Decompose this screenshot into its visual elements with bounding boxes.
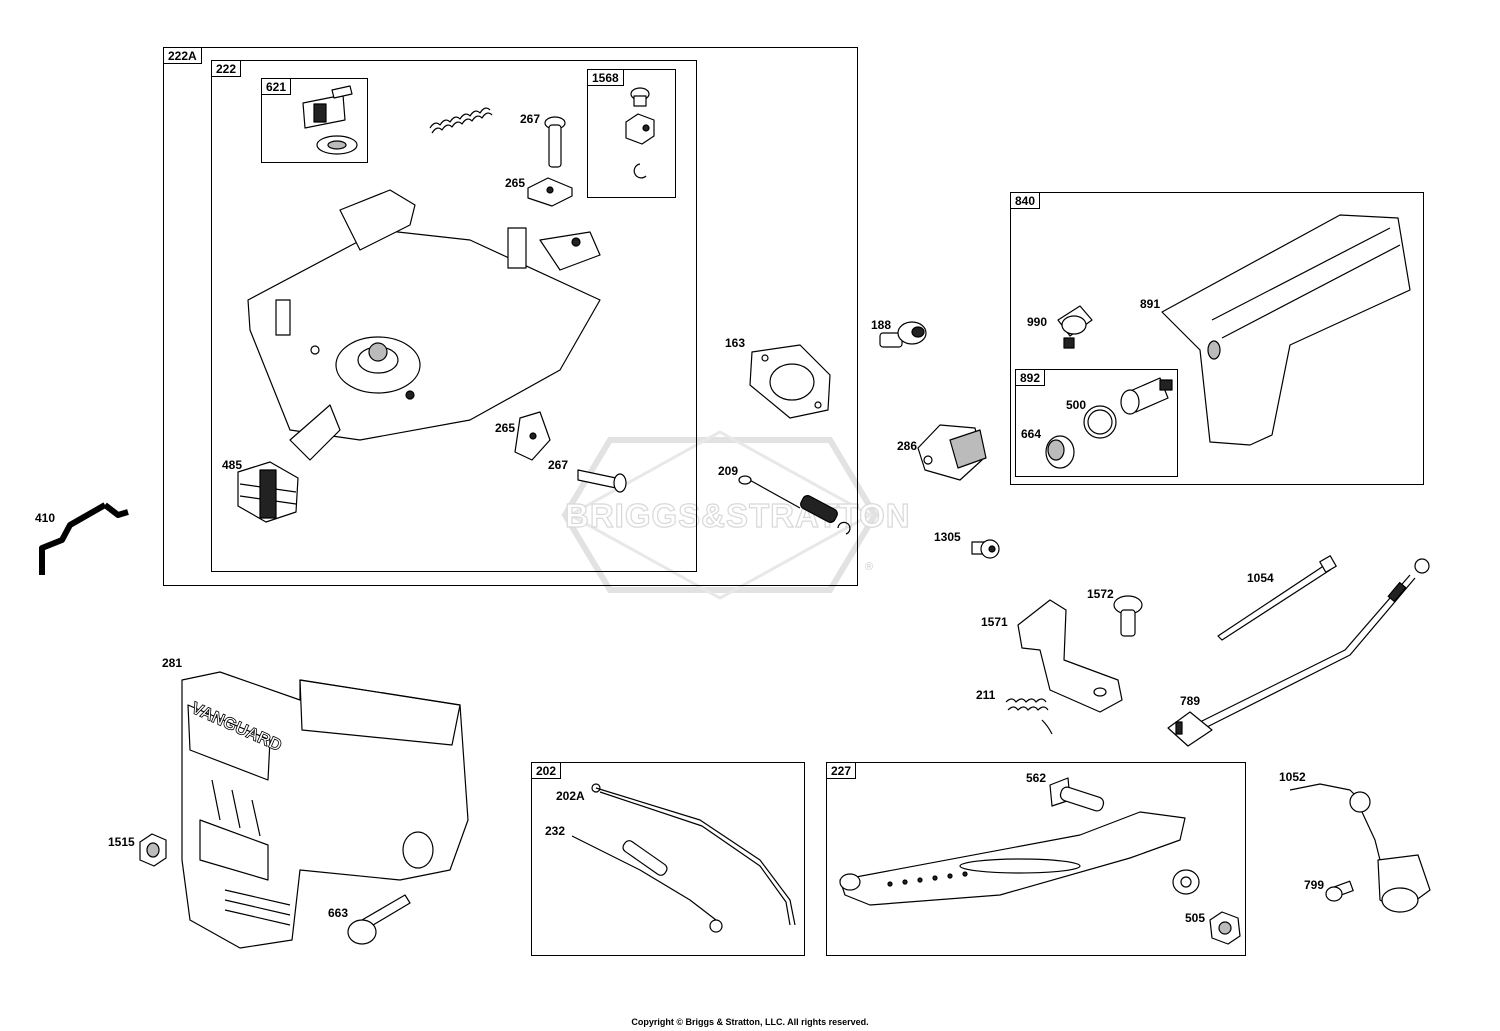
callout-1054[interactable]: 1054 — [1247, 571, 1274, 585]
group-label-1568: 1568 — [587, 69, 624, 86]
part-789-wire-harness[interactable] — [1167, 558, 1430, 747]
callout-410[interactable]: 410 — [35, 511, 56, 525]
callout-265-top[interactable]: 265 — [505, 176, 526, 190]
callout-163[interactable]: 163 — [725, 336, 746, 350]
part-265-clamp-top[interactable] — [527, 177, 573, 207]
callout-485[interactable]: 485 — [222, 458, 243, 472]
callout-265-lower[interactable]: 265 — [495, 421, 516, 435]
callout-500[interactable]: 500 — [1066, 398, 1087, 412]
part-1572-screw[interactable] — [1113, 595, 1143, 637]
part-1054-cable-tie[interactable] — [1217, 555, 1337, 641]
callout-267-top[interactable]: 267 — [520, 112, 541, 126]
part-505-washer[interactable] — [1172, 869, 1200, 895]
part-267-screw-lower[interactable] — [577, 469, 627, 493]
callout-789[interactable]: 789 — [1180, 694, 1201, 708]
callout-188[interactable]: 188 — [871, 318, 892, 332]
callout-202A[interactable]: 202A — [556, 789, 585, 803]
group-label-621: 621 — [261, 78, 292, 95]
part-286-rectifier[interactable] — [917, 424, 987, 481]
part-410-link-rod[interactable] — [39, 502, 129, 575]
part-202A-throttle-rod[interactable] — [591, 783, 796, 926]
part-222-governor-bracket[interactable] — [247, 189, 601, 461]
part-500-o-ring[interactable] — [1083, 405, 1117, 439]
group-box-840[interactable]: 840 — [1010, 192, 1424, 485]
callout-562[interactable]: 562 — [1026, 771, 1047, 785]
group-box-621[interactable]: 621 — [261, 78, 368, 163]
group-box-892[interactable]: 892 — [1015, 369, 1178, 477]
part-227-control-lever[interactable] — [839, 811, 1186, 906]
part-663-bolt[interactable] — [347, 894, 411, 945]
part-505-nut[interactable] — [1209, 911, 1241, 945]
callout-232[interactable]: 232 — [545, 824, 566, 838]
part-990-key-switch[interactable] — [1057, 305, 1093, 349]
part-891-cover[interactable] — [1161, 214, 1411, 446]
callout-663[interactable]: 663 — [328, 906, 349, 920]
part-799-screw[interactable] — [1325, 880, 1354, 902]
callout-1515[interactable]: 1515 — [108, 835, 135, 849]
part-188-screw[interactable] — [879, 321, 927, 348]
part-232-choke-link[interactable] — [571, 835, 723, 933]
part-281-shroud[interactable] — [181, 671, 469, 949]
group-box-222[interactable]: 222 — [211, 60, 697, 572]
callout-1571[interactable]: 1571 — [981, 615, 1008, 629]
brand-watermark-text: BRIGGS&STRATTON — [564, 496, 911, 534]
group-box-202[interactable]: 202 — [531, 762, 805, 956]
group-label-222: 222 — [211, 60, 242, 77]
group-box-222A[interactable]: 222A — [163, 47, 858, 586]
registered-mark: ® — [865, 561, 873, 573]
group-label-227: 227 — [826, 762, 857, 779]
callout-1572[interactable]: 1572 — [1087, 587, 1114, 601]
callout-281[interactable]: 281 — [162, 656, 183, 670]
part-621-clip[interactable] — [302, 85, 358, 155]
part-562-pin[interactable] — [1049, 777, 1105, 812]
callout-286[interactable]: 286 — [897, 439, 918, 453]
callout-990[interactable]: 990 — [1027, 315, 1048, 329]
callout-505[interactable]: 505 — [1185, 911, 1206, 925]
callout-891[interactable]: 891 — [1140, 297, 1161, 311]
callout-267-lower[interactable]: 267 — [548, 458, 569, 472]
callout-211[interactable]: 211 — [976, 688, 996, 702]
callout-1052[interactable]: 1052 — [1279, 770, 1306, 784]
part-1305-screw[interactable] — [971, 539, 1000, 559]
group-box-227[interactable]: 227 — [826, 762, 1246, 956]
part-267-screw-top[interactable] — [544, 116, 566, 168]
part-209-spring[interactable] — [738, 475, 851, 535]
callout-1305[interactable]: 1305 — [934, 530, 961, 544]
group-label-202: 202 — [531, 762, 562, 779]
callout-799[interactable]: 799 — [1304, 878, 1325, 892]
group-label-892: 892 — [1015, 369, 1046, 386]
part-1515-nut[interactable] — [139, 833, 167, 867]
part-spring-small[interactable] — [429, 107, 493, 134]
callout-664[interactable]: 664 — [1021, 427, 1042, 441]
part-211-spring[interactable] — [1005, 698, 1053, 735]
part-1568-screw-kit[interactable] — [625, 87, 655, 179]
group-box-1568[interactable]: 1568 — [587, 69, 676, 198]
group-label-840: 840 — [1010, 192, 1041, 209]
copyright-notice: Copyright © Briggs & Stratton, LLC. All … — [631, 1017, 869, 1027]
callout-209[interactable]: 209 — [718, 464, 739, 478]
part-1052-fuel-solenoid[interactable] — [1289, 783, 1431, 913]
part-892-switch[interactable] — [1120, 377, 1173, 415]
part-163-gasket[interactable] — [749, 344, 831, 419]
part-664-nut[interactable] — [1045, 435, 1075, 469]
part-1571-bracket[interactable] — [1017, 599, 1123, 713]
part-485-rubber-block[interactable] — [237, 461, 299, 523]
part-265-clamp-lower[interactable] — [514, 411, 551, 461]
group-label-222A: 222A — [163, 47, 202, 64]
